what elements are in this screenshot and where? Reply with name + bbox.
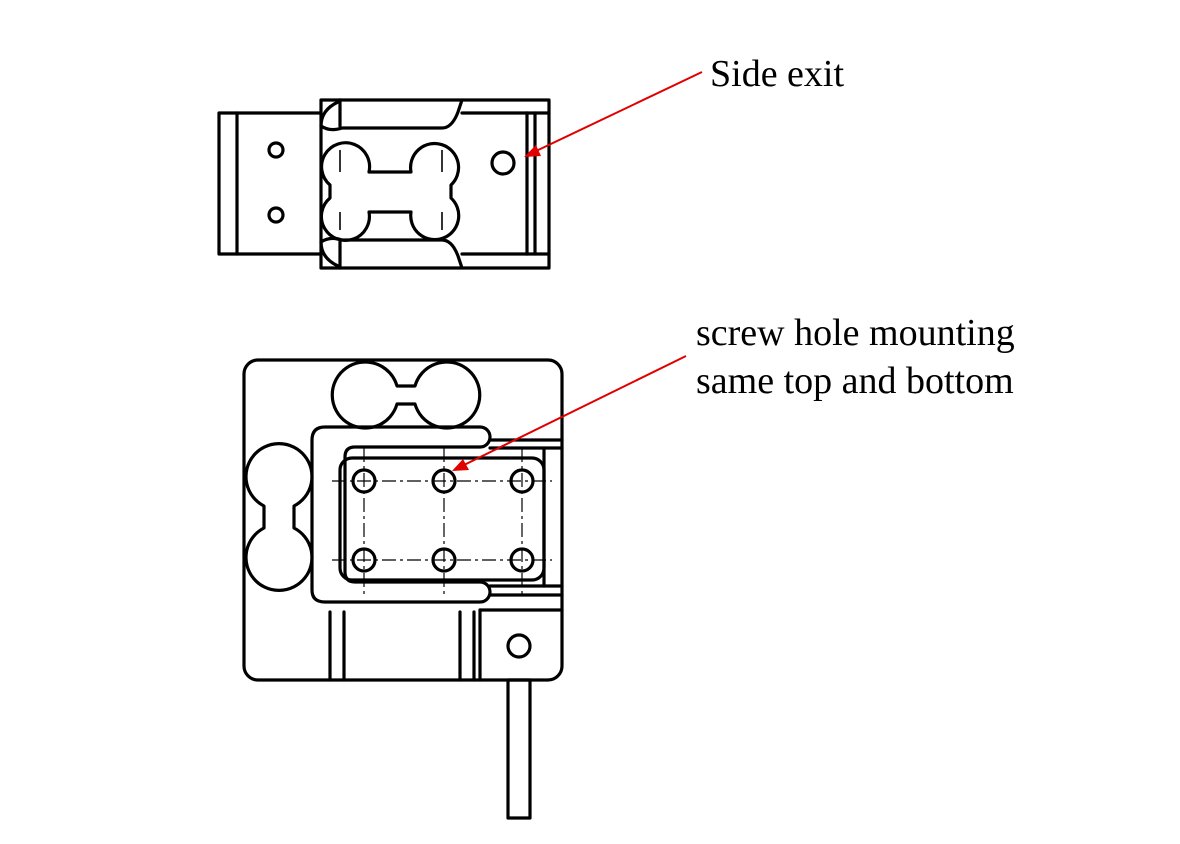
cable [506,678,532,820]
screw-hole [509,547,535,573]
screw-hole [431,468,457,494]
bottom-view [242,358,564,820]
top-view [217,98,551,270]
top-view-outline [217,98,551,270]
cable-exit-hole [506,633,532,659]
screw-hole [351,547,377,573]
side-exit-hole [490,150,516,176]
callout-screw-holes: screw hole mounting same top and bottom [452,312,1015,471]
screw-hole [431,547,457,573]
screw-hole [351,468,377,494]
bottom-view-outline [242,358,564,682]
binocular-hole [319,141,461,242]
binocular-hole [244,442,314,592]
mounting-hole [267,206,285,224]
screw-hole [509,468,535,494]
screw-hole-label-line-2: same top and bottom [696,360,1014,402]
flexure-outline [310,425,492,604]
leader-line [533,71,703,153]
arrowhead-icon [524,145,541,157]
screw-hole-label-line-1: screw hole mounting [696,312,1015,354]
arrowhead-icon [452,459,469,471]
callout-side-exit: Side exit [524,53,844,157]
side-exit-label: Side exit [710,53,844,95]
binocular-hole [330,360,482,430]
leader-line [461,355,687,467]
mounting-hole [267,141,285,159]
